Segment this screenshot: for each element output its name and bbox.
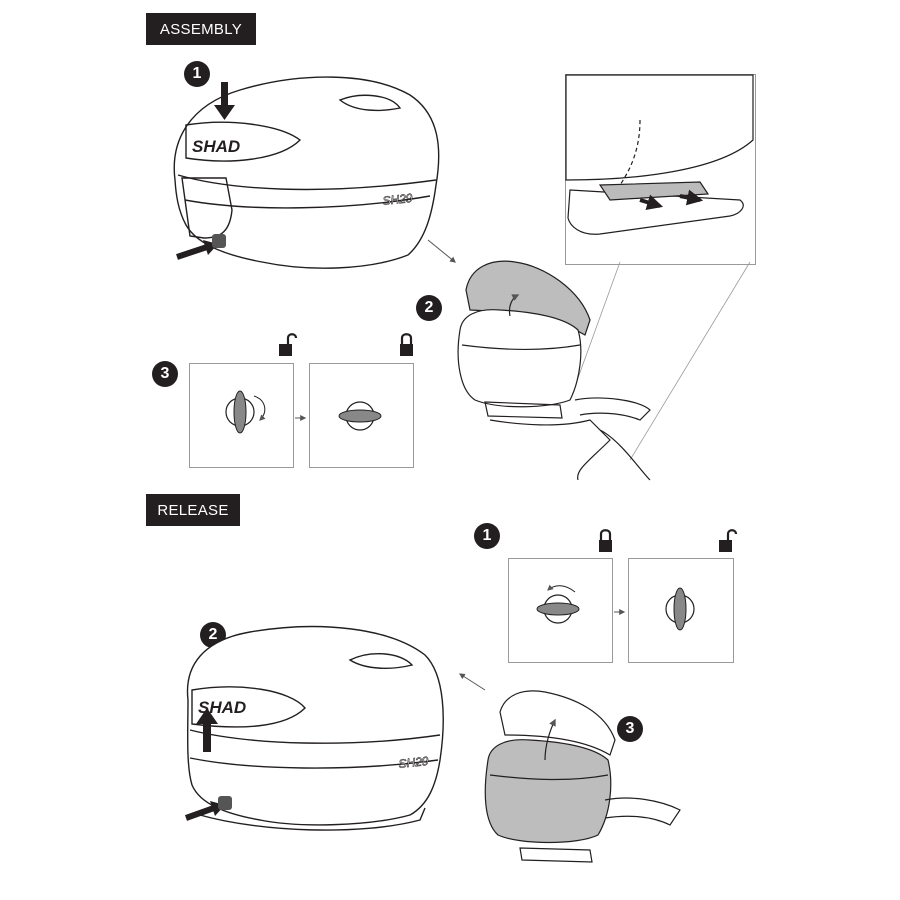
- assembly-label: ASSEMBLY: [146, 13, 256, 45]
- assembly-case-model: SH29: [382, 191, 414, 208]
- release-lift-view: [484, 690, 681, 863]
- key-lock-icon: [218, 796, 232, 810]
- assembly-mounting-view: [457, 260, 651, 481]
- push-down-arrow: [214, 82, 235, 120]
- release-case-logo: SHAD: [198, 698, 246, 717]
- padlock-open-icon: [719, 529, 738, 552]
- padlock-closed-icon: [400, 333, 413, 356]
- padlock-open-icon: [279, 333, 298, 356]
- release-lock-locked: [536, 584, 580, 624]
- release-step-1: 1: [474, 523, 500, 549]
- pull-up-arrow: [196, 708, 218, 752]
- padlock-closed-icon: [599, 529, 612, 552]
- assembly-lock-unlocked: [225, 390, 266, 434]
- push-in-arrow: [176, 240, 218, 260]
- key-lock-icon: [212, 234, 226, 248]
- assembly-step-2: 2: [416, 295, 442, 321]
- release-label: RELEASE: [146, 494, 240, 526]
- assembly-step-1: 1: [184, 61, 210, 87]
- release-flow-arrow: [458, 673, 486, 691]
- release-case-model: SH29: [398, 754, 430, 771]
- assembly-case-logo: SHAD: [192, 137, 240, 156]
- assembly-flow-arrow: [427, 239, 456, 263]
- release-top-case: [186, 625, 444, 831]
- assembly-lock-locked: [338, 401, 382, 431]
- release-step-3: 3: [617, 716, 643, 742]
- assembly-step-3: 3: [152, 361, 178, 387]
- release-lock-unlocked: [665, 587, 695, 631]
- rail-detail: [565, 74, 754, 235]
